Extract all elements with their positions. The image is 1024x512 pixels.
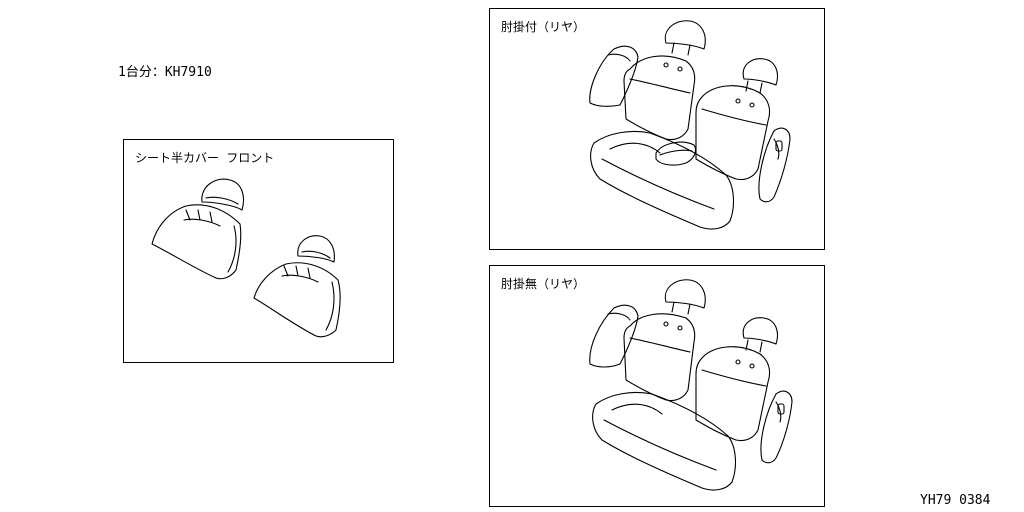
left-side-bolster xyxy=(589,304,639,368)
rear-seat-without-armrest-illustration xyxy=(589,279,793,491)
left-seatback-cover xyxy=(151,204,242,280)
front-seat-cover-panel: シート半カバー フロント xyxy=(123,139,394,363)
set-quantity-label: 1台分：KH7910 xyxy=(118,65,212,80)
left-side-bolster xyxy=(589,45,639,107)
rear-without-armrest-panel-title: 肘掛無（リヤ） xyxy=(501,277,586,291)
rear-seat-cushion xyxy=(592,391,737,491)
rear-with-armrest-panel-title: 肘掛付（リヤ） xyxy=(501,20,586,34)
right-backrest xyxy=(695,346,771,442)
front-seat-covers-illustration xyxy=(151,178,341,338)
figure-code: YH79 0384 xyxy=(920,493,991,508)
right-headrest xyxy=(742,317,779,353)
right-side-bolster xyxy=(760,390,793,464)
rear-without-armrest-panel: 肘掛無（リヤ） xyxy=(489,265,825,507)
left-backrest xyxy=(623,313,696,402)
left-headrest xyxy=(664,279,706,315)
right-headrest xyxy=(742,58,779,94)
left-headrest-cover xyxy=(201,178,245,211)
rear-seat-cushion xyxy=(590,130,735,230)
right-seatback-cover xyxy=(253,262,341,338)
left-backrest xyxy=(623,55,696,141)
right-side-bolster xyxy=(758,127,791,203)
right-headrest-cover xyxy=(297,235,335,263)
center-armrest xyxy=(655,141,697,166)
front-panel-title: シート半カバー フロント xyxy=(135,151,275,165)
left-headrest xyxy=(664,20,706,56)
right-backrest xyxy=(695,85,771,181)
rear-seat-with-armrest-illustration xyxy=(589,20,791,230)
rear-with-armrest-panel: 肘掛付（リヤ） xyxy=(489,8,825,250)
